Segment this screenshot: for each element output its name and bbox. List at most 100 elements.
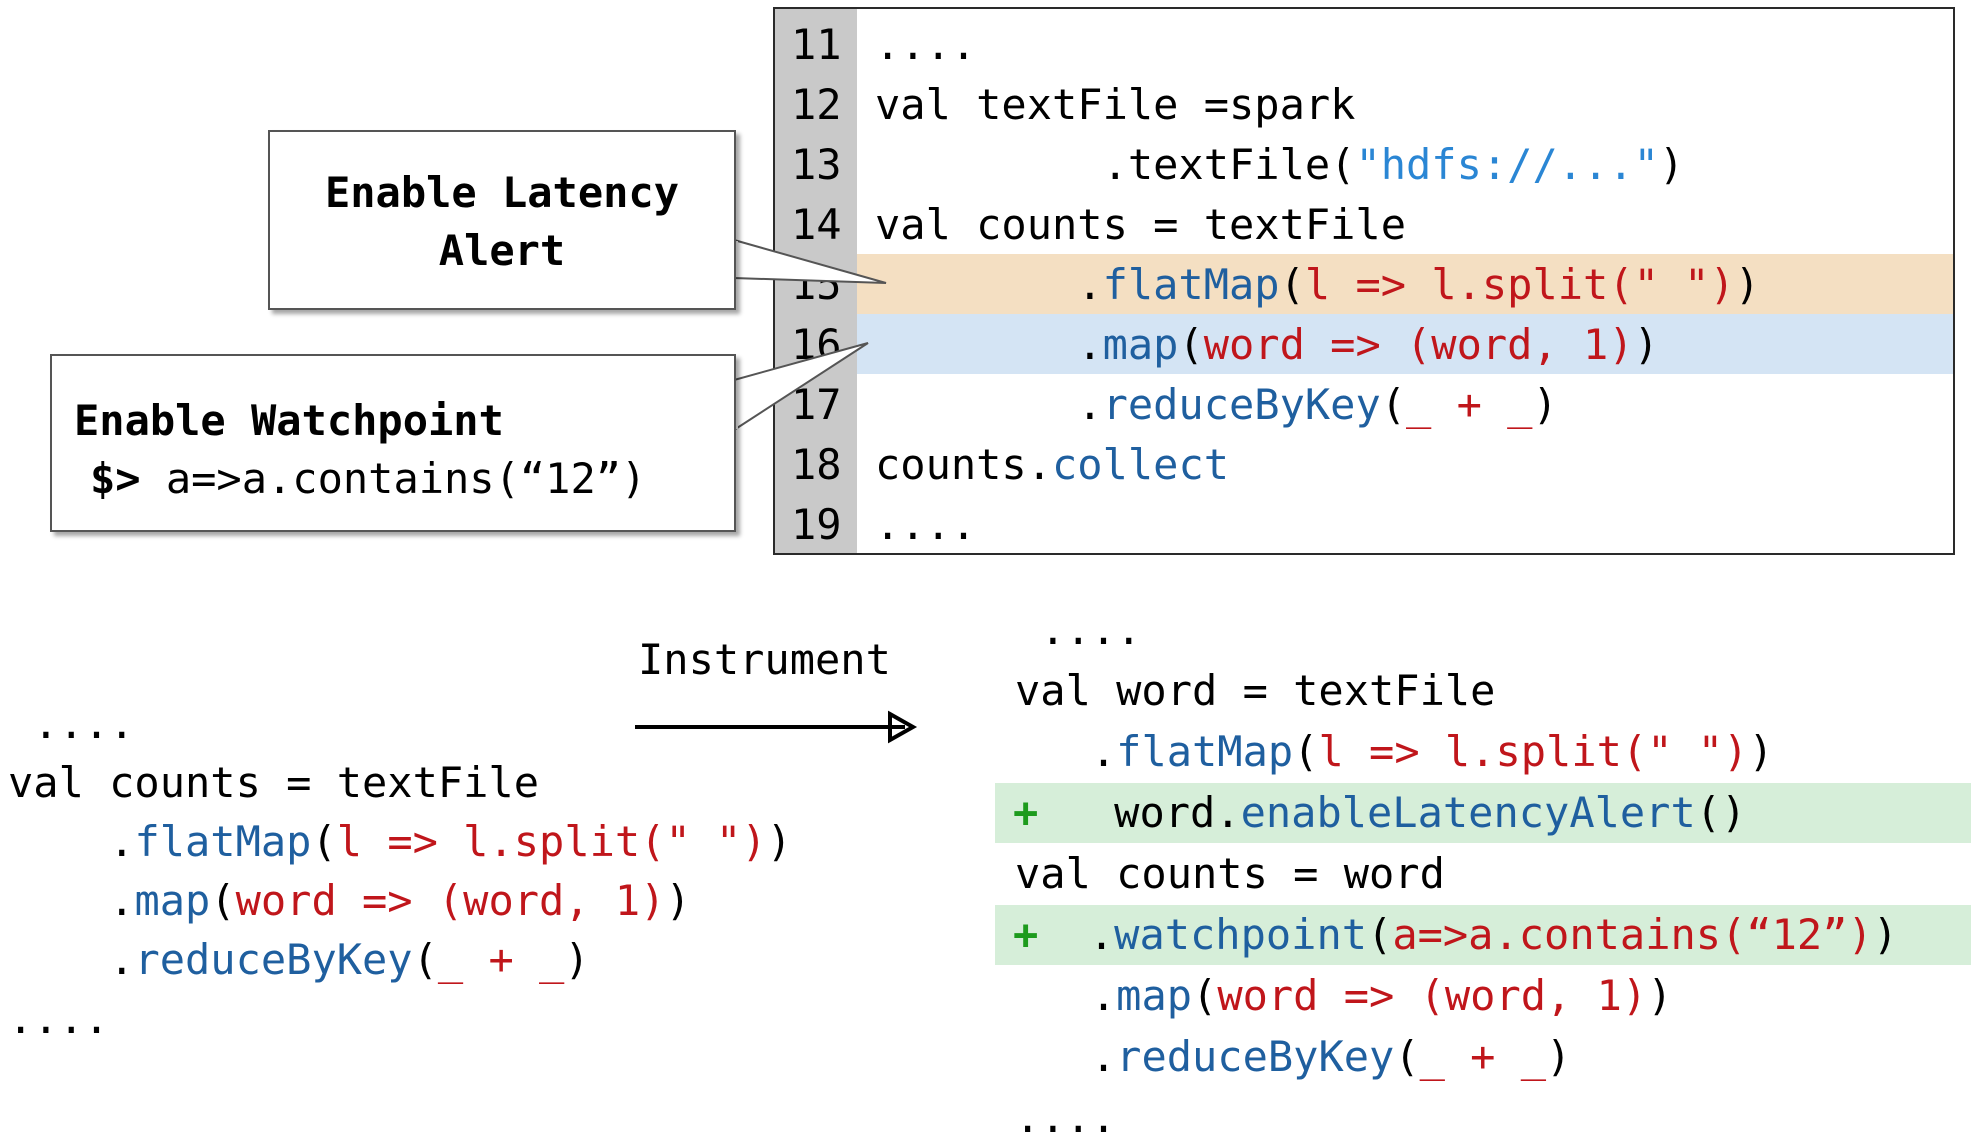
original-code-line: .flatMap(l => l.split(" ")) xyxy=(8,812,792,872)
instrumented-code-line: .flatMap(l => l.split(" ")) xyxy=(1015,722,1774,782)
added-line-highlight xyxy=(995,905,1971,965)
line-number: 11 xyxy=(791,20,842,69)
code-token: ( xyxy=(1192,971,1218,1020)
line-number: 12 xyxy=(791,80,842,129)
editor-line: 14 val counts = textFile xyxy=(775,195,1953,255)
code-token: collect xyxy=(1052,440,1230,489)
code-token: word => (word, 1) xyxy=(1203,320,1634,369)
code-token: + xyxy=(1013,910,1039,959)
code-token: reduceByKey xyxy=(1102,380,1381,429)
code-token: + xyxy=(1013,788,1039,837)
original-code-line: .reduceByKey(_ + _) xyxy=(8,930,590,990)
code-token: ) xyxy=(1734,260,1761,309)
line-number: 19 xyxy=(791,500,842,549)
watchpoint-prompt: $> xyxy=(90,454,141,503)
line-code: .... xyxy=(875,495,977,553)
instrumented-code-line: .... xyxy=(1015,600,1141,660)
code-token: .... xyxy=(1015,605,1142,654)
editor-line: 17 .reduceByKey(_ + _) xyxy=(775,375,1953,435)
code-token: . xyxy=(1015,971,1117,1020)
editor-line: 15 .flatMap(l => l.split(" ")) xyxy=(775,255,1953,315)
code-token: . xyxy=(8,935,135,984)
line-code: val textFile =spark xyxy=(875,75,1355,135)
watchpoint-callout: Enable Watchpoint $> a=>a.contains(“12”) xyxy=(50,354,736,532)
added-code-line: + word.enableLatencyAlert() xyxy=(1013,783,1746,843)
highlight-line-16 xyxy=(857,314,1953,374)
callout-pointers xyxy=(635,238,918,744)
code-token: ( xyxy=(412,935,438,984)
code-token: _ + _ xyxy=(437,935,565,984)
code-token: . xyxy=(1015,727,1117,776)
instrumented-code-line: .reduceByKey(_ + _) xyxy=(1015,1027,1572,1087)
instrumented-code-line: .... xyxy=(1015,1088,1116,1148)
code-token: _ + _ xyxy=(1406,380,1533,429)
code-token: _ + _ xyxy=(1419,1032,1547,1081)
code-token: enableLatencyAlert xyxy=(1240,788,1696,837)
original-code-line: .map(word => (word, 1)) xyxy=(8,871,691,931)
code-token: ) xyxy=(766,817,792,866)
code-token: ) xyxy=(564,935,590,984)
latency-alert-callout: Enable Latency Alert xyxy=(268,130,736,310)
code-token: . xyxy=(875,380,1103,429)
code-token: val counts = word xyxy=(1015,849,1445,898)
code-token: val counts = textFile xyxy=(8,758,540,807)
code-token: ( xyxy=(1394,1032,1420,1081)
latency-alert-label: Enable Latency Alert xyxy=(324,168,679,275)
code-token: .... xyxy=(8,699,135,748)
line-code: .textFile("hdfs://...") xyxy=(875,135,1685,195)
code-token: l => l.split(" ") xyxy=(1318,727,1749,776)
code-token: . xyxy=(1015,1032,1117,1081)
editor-line: 19.... xyxy=(775,495,1953,553)
code-token: val word = textFile xyxy=(1015,666,1496,715)
code-token: flatMap xyxy=(134,817,312,866)
instrumented-code-line: val word = textFile xyxy=(1015,661,1495,721)
instrument-arrow-label: Instrument xyxy=(638,635,891,684)
code-token: ( xyxy=(210,876,236,925)
code-token: .... xyxy=(875,500,977,549)
watchpoint-callout-pointer xyxy=(733,342,869,432)
line-code: .... xyxy=(875,15,976,75)
code-token: . xyxy=(1038,910,1115,959)
line-code: .flatMap(l => l.split(" ")) xyxy=(875,255,1760,315)
editor-line: 12 val textFile =spark xyxy=(775,75,1953,135)
code-token: l => l.split(" ") xyxy=(1304,260,1735,309)
code-token: flatMap xyxy=(1102,260,1280,309)
code-token: reduceByKey xyxy=(1116,1032,1395,1081)
instrumented-code-line: .map(word => (word, 1)) xyxy=(1015,966,1673,1026)
code-token: map xyxy=(1102,320,1179,369)
code-token: flatMap xyxy=(1116,727,1294,776)
line-code: .map(word => (word, 1)) xyxy=(875,315,1659,375)
code-token: . xyxy=(8,817,135,866)
latency-callout-pointer xyxy=(733,238,887,284)
line-code: .reduceByKey(_ + _) xyxy=(875,375,1557,435)
code-token: ( xyxy=(1178,320,1204,369)
code-editor-panel: 11.... 12 val textFile =spark 13 .textFile(… xyxy=(773,7,1955,555)
code-token: .... xyxy=(875,20,977,69)
instrument-arrow-head xyxy=(888,710,918,744)
code-token: ( xyxy=(1367,910,1393,959)
code-token: ) xyxy=(1633,320,1659,369)
code-token: word => (word, 1) xyxy=(235,876,666,925)
code-token: ) xyxy=(1748,727,1774,776)
added-line-highlight xyxy=(995,783,1971,843)
code-token: .... xyxy=(1015,1093,1117,1142)
code-token: ) xyxy=(1546,1032,1572,1081)
code-token: l => l.split(" ") xyxy=(336,817,767,866)
code-token: ( xyxy=(1279,260,1305,309)
editor-line: 11.... xyxy=(775,15,1953,75)
code-token: word. xyxy=(1038,788,1241,837)
code-token: map xyxy=(134,876,211,925)
watchpoint-command: $> a=>a.contains(“12”) xyxy=(90,450,646,508)
code-token: map xyxy=(1116,971,1193,1020)
line-number: 18 xyxy=(791,440,842,489)
code-token: val textFile =spark xyxy=(875,80,1356,129)
code-token: a=>a.contains(“12”) xyxy=(1392,910,1873,959)
editor-line: 13 .textFile("hdfs://...") xyxy=(775,135,1953,195)
watchpoint-expression: a=>a.contains(“12”) xyxy=(140,454,647,503)
code-token: watchpoint xyxy=(1114,910,1368,959)
code-token: val counts = textFile xyxy=(875,200,1407,249)
original-code-line: val counts = textFile xyxy=(8,753,539,813)
code-token: word => (word, 1) xyxy=(1217,971,1648,1020)
code-token: . xyxy=(875,320,1103,369)
line-number: 14 xyxy=(791,200,842,249)
